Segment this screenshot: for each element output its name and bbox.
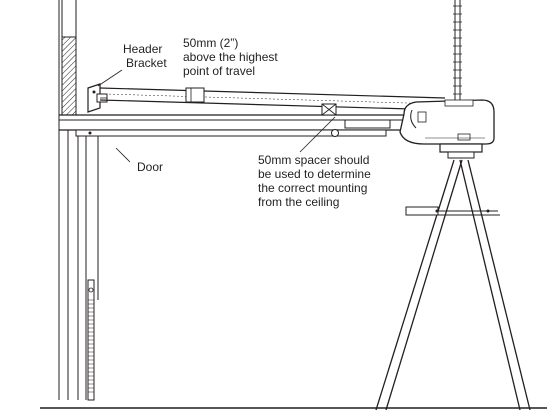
opener-motor-unit (399, 99, 495, 145)
spacer-label-line4: from the ceiling (258, 195, 340, 209)
clearance-label-line3: point of travel (183, 64, 256, 78)
header-bracket-label-line2: Bracket (126, 56, 167, 70)
header-bracket-leader (97, 69, 123, 87)
spacer-label-line2: be used to determine (258, 167, 371, 181)
wall-hatching (61, 36, 77, 116)
clearance-label: 50mm (2”) above the highest point of tra… (183, 36, 278, 78)
spacer-label-line1: 50mm spacer should (258, 153, 370, 167)
header-bracket-label: Header Bracket (123, 42, 167, 70)
header-wall (58, 0, 77, 400)
door-header-beam (59, 114, 420, 137)
clearance-label-line1: 50mm (2”) (183, 36, 239, 50)
door-panel (67, 130, 99, 400)
spacer-leader (299, 116, 336, 153)
ceiling-chain (453, 0, 462, 100)
rail-trolley (185, 87, 205, 103)
clearance-label-line2: above the highest (183, 50, 278, 64)
header-bracket (87, 83, 108, 113)
step-ladder (375, 143, 531, 411)
spacer-block (321, 103, 337, 116)
header-bracket-label-line1: Header (123, 42, 163, 56)
door-label-text: Door (137, 160, 164, 174)
door-spring (87, 279, 95, 401)
door-label: Door (137, 160, 163, 174)
spacer-label: 50mm spacer should be used to determine … (258, 153, 371, 209)
opener-rail (99, 87, 446, 111)
door-leader (115, 147, 131, 163)
spacer-label-line3: the correct mounting (258, 181, 368, 195)
